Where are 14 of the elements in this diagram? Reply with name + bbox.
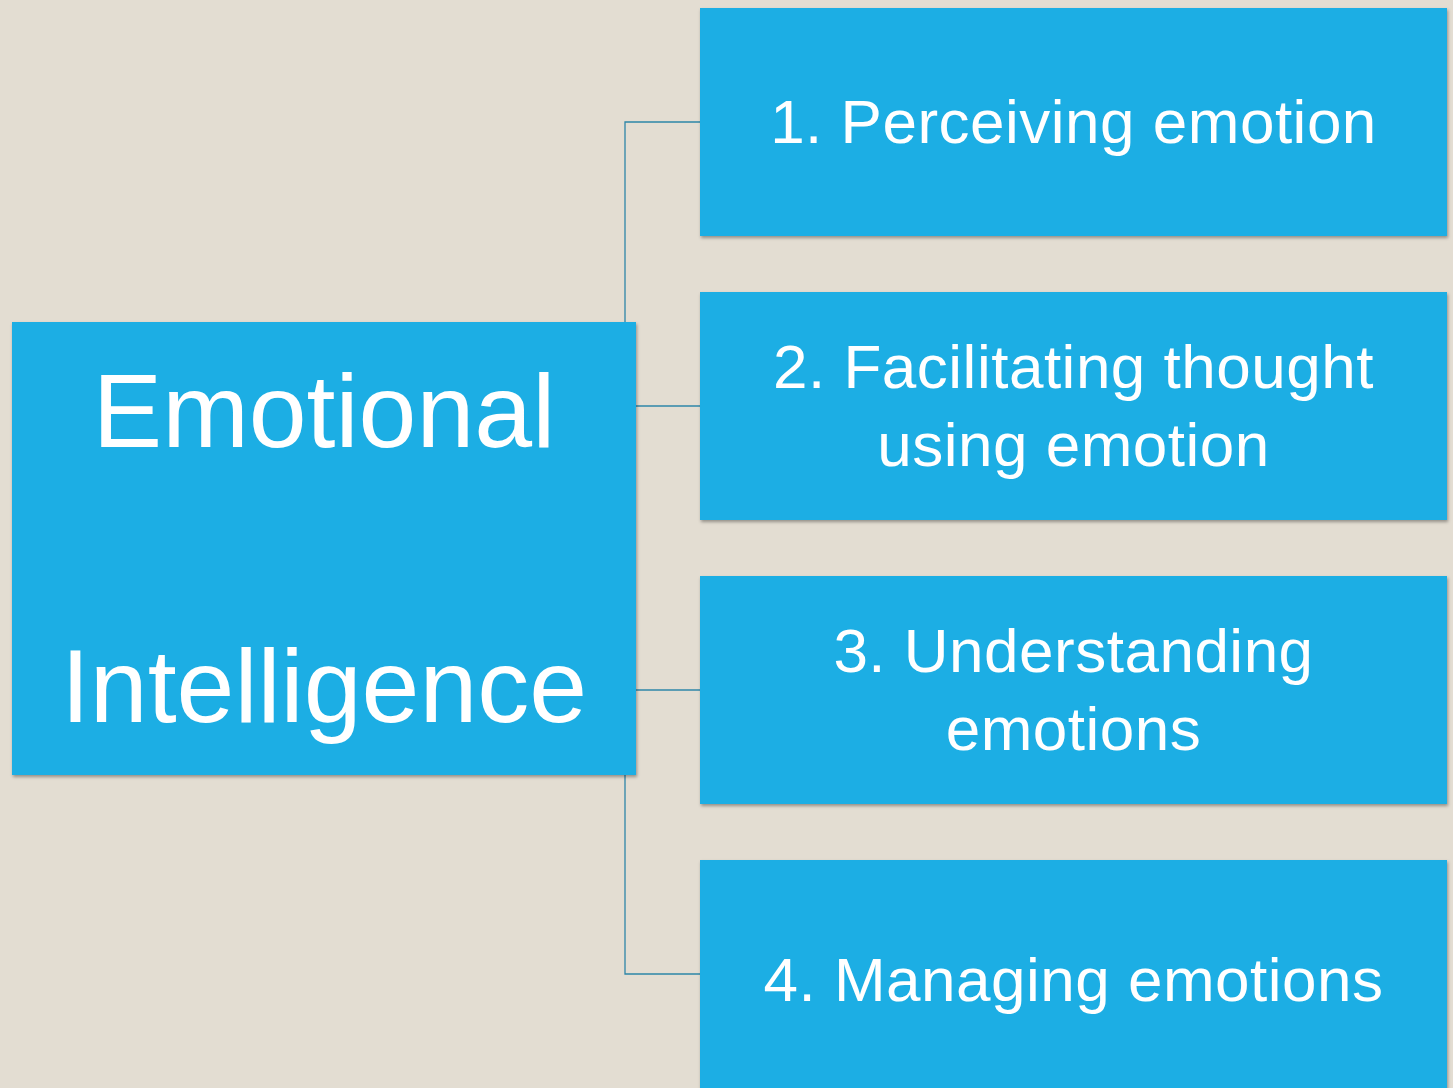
- topic-title: Emotional Intelligence: [59, 351, 589, 746]
- item-box: [700, 8, 1447, 236]
- item-box: [700, 576, 1447, 804]
- item-label: 3. Understanding emotions: [832, 615, 1315, 765]
- connector-line: [624, 774, 701, 975]
- item-label: 4. Managing emotions: [763, 944, 1384, 1016]
- connector-line: [635, 689, 701, 691]
- item-label: 2. Facilitating thought using emotion: [772, 331, 1375, 481]
- item-label: 1. Perceiving emotion: [770, 86, 1377, 158]
- connector-line: [635, 405, 701, 407]
- topic-box: [12, 322, 636, 775]
- item-box: [700, 860, 1447, 1088]
- connector-line: [624, 121, 701, 323]
- item-box: [700, 292, 1447, 520]
